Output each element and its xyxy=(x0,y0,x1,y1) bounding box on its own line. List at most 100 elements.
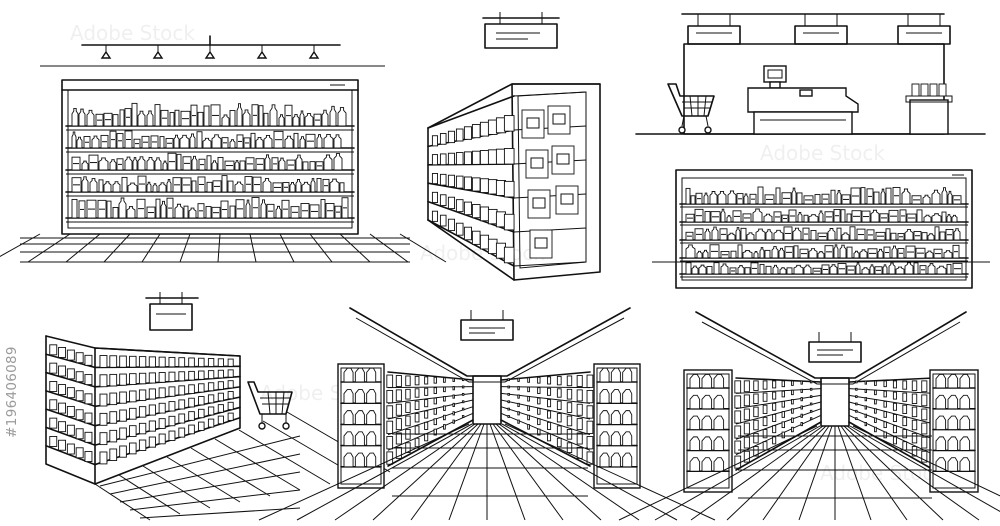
product-box xyxy=(734,395,742,409)
product-stand xyxy=(905,83,953,135)
product-bottle xyxy=(71,131,77,149)
product-box xyxy=(99,393,108,407)
product-box xyxy=(586,374,594,388)
product-box xyxy=(386,420,394,434)
product-box xyxy=(471,230,481,245)
product-box xyxy=(921,450,928,463)
product-box xyxy=(517,394,520,399)
product-box xyxy=(129,355,137,368)
product-bottle xyxy=(779,267,787,275)
product-box xyxy=(527,424,530,430)
product-box xyxy=(424,376,429,385)
product-box xyxy=(704,211,711,223)
product-box xyxy=(809,417,813,421)
product-bottle xyxy=(752,208,763,223)
product-bottle xyxy=(211,160,218,171)
floor-tile-line xyxy=(119,471,301,503)
product-box xyxy=(227,412,234,421)
floor-tile-line xyxy=(141,233,161,263)
product-bottle xyxy=(931,213,942,223)
product-box xyxy=(414,425,420,435)
product-box xyxy=(99,412,108,426)
watermark: Adobe Stock xyxy=(760,141,885,165)
product-bottle xyxy=(759,247,765,259)
aisle-shelf-line xyxy=(387,412,474,451)
product-box xyxy=(99,374,108,388)
shelf-board xyxy=(94,375,241,388)
product-bottle xyxy=(853,250,860,259)
product-box xyxy=(138,439,147,451)
product-box xyxy=(864,397,868,402)
product-box xyxy=(537,376,541,384)
shelf-board xyxy=(94,416,241,466)
product-box xyxy=(734,410,742,424)
product-box xyxy=(883,390,887,398)
product-box xyxy=(911,432,918,444)
product-box xyxy=(547,105,571,135)
product-bottle xyxy=(191,155,198,171)
product-bottle xyxy=(888,262,896,275)
product-box xyxy=(874,399,877,405)
product-box xyxy=(753,419,759,431)
product-bottle xyxy=(158,182,167,193)
product-box xyxy=(911,446,918,457)
product-box xyxy=(433,428,437,436)
product-bottle xyxy=(689,436,701,451)
product-bottle xyxy=(927,233,935,241)
product-box xyxy=(883,380,887,388)
product-box xyxy=(112,207,119,219)
product-box xyxy=(129,442,137,455)
cash-register xyxy=(763,65,787,89)
product-box xyxy=(503,115,515,132)
product-box xyxy=(148,372,156,384)
product-bottle xyxy=(743,193,749,205)
end-cap-inner xyxy=(686,373,730,489)
product-box xyxy=(178,357,186,368)
product-box xyxy=(138,389,147,401)
watermark: Adobe Stock xyxy=(820,461,945,485)
product-bottle xyxy=(109,159,117,171)
product-box xyxy=(487,208,498,225)
product-bottle xyxy=(333,134,342,149)
product-bottle xyxy=(841,232,850,241)
floor-tile-line xyxy=(846,425,980,521)
floor-tile-line xyxy=(369,233,409,263)
product-bottle xyxy=(778,247,785,259)
product-box xyxy=(129,390,137,403)
floor-tile-line xyxy=(103,233,131,263)
product-box xyxy=(902,404,908,414)
product-box xyxy=(874,389,877,396)
product-box xyxy=(586,451,594,465)
product-bottle xyxy=(827,228,836,241)
product-bottle xyxy=(947,436,959,451)
product-box xyxy=(433,376,437,384)
product-box xyxy=(471,204,481,219)
product-box xyxy=(58,439,67,451)
product-box xyxy=(227,180,234,193)
product-box xyxy=(517,386,520,391)
product-box xyxy=(911,380,918,391)
product-bottle xyxy=(354,388,365,404)
product-box xyxy=(507,415,510,418)
product-box xyxy=(743,450,750,463)
product-box xyxy=(883,431,887,439)
product-box xyxy=(452,402,455,407)
product-bottle xyxy=(81,176,89,193)
product-box xyxy=(503,148,515,165)
product-box xyxy=(414,388,420,398)
product-bottle xyxy=(234,160,240,171)
product-box xyxy=(846,246,853,259)
product-bottle xyxy=(599,410,610,425)
product-box xyxy=(433,387,437,394)
product-box xyxy=(463,126,472,140)
product-bottle xyxy=(78,108,86,127)
product-bottle xyxy=(829,264,838,275)
product-box xyxy=(431,173,438,185)
product-box xyxy=(916,209,923,223)
product-box xyxy=(487,179,498,195)
product-box xyxy=(791,380,794,386)
product-box xyxy=(178,427,186,438)
product-box xyxy=(941,211,947,223)
floor-tile-line xyxy=(99,435,301,487)
product-bottle xyxy=(943,250,953,259)
